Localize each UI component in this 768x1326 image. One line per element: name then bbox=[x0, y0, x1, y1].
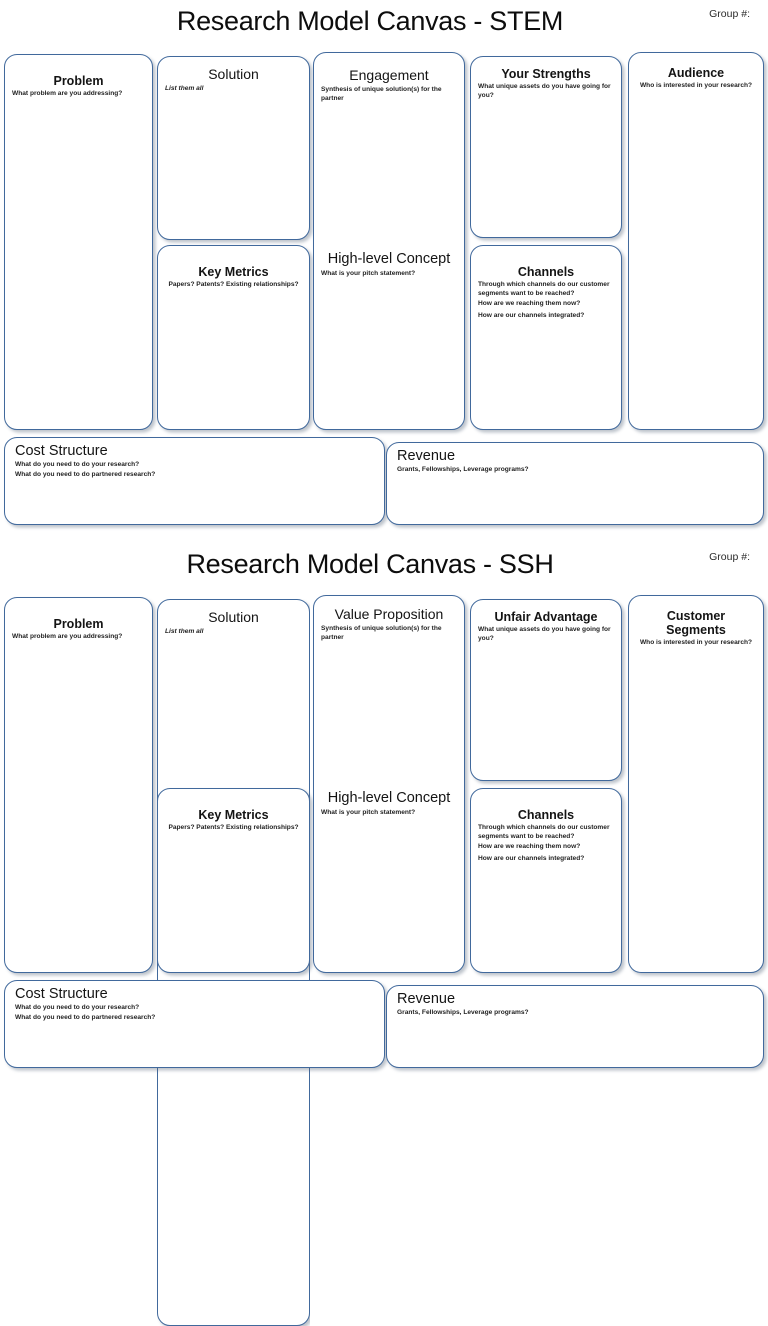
box-high-level-concept-subtitle-2: What is your pitch statement? bbox=[321, 808, 416, 816]
box-channels-subtitle-2-2: How are we reaching them now? bbox=[478, 842, 581, 850]
box-solution-subtitle-2: List them all bbox=[165, 627, 204, 635]
box-cost-structure-title: Cost Structure bbox=[15, 443, 108, 459]
box-unfair-advantage-2[interactable]: Unfair Advantage What unique assets do y… bbox=[470, 599, 622, 781]
box-value-proposition-2[interactable]: Value Proposition Synthesis of unique so… bbox=[313, 595, 465, 973]
box-unfair-advantage-title: Your Strengths bbox=[501, 67, 591, 81]
box-key-metrics[interactable]: Key Metrics Papers? Patents? Existing re… bbox=[157, 245, 310, 430]
page-title: Research Model Canvas - STEM bbox=[176, 6, 564, 36]
box-unfair-advantage[interactable]: Your Strengths What unique assets do you… bbox=[470, 56, 622, 238]
box-key-metrics-2[interactable]: Key Metrics Papers? Patents? Existing re… bbox=[157, 788, 310, 973]
box-channels-title-2: Channels bbox=[517, 808, 575, 822]
canvas-stem-header: Research Model Canvas - STEM Group #: bbox=[0, 0, 768, 46]
box-channels-subtitle-1: Through which channels do our customer s… bbox=[478, 281, 610, 298]
box-value-proposition[interactable]: Engagement Synthesis of unique solution(… bbox=[313, 52, 465, 430]
box-customer-segments-subtitle: Who is interested in your research? bbox=[639, 82, 753, 89]
box-channels-subtitle-1-2: Through which channels do our customer s… bbox=[478, 824, 610, 841]
box-key-metrics-title-2: Key Metrics bbox=[198, 808, 269, 822]
box-revenue-2[interactable]: Revenue Grants, Fellowships, Leverage pr… bbox=[386, 985, 764, 1068]
box-solution-title-2: Solution bbox=[208, 609, 259, 625]
box-high-level-concept-title: High-level Concept bbox=[327, 251, 451, 268]
canvas-ssh: Research Model Canvas - SSH Group #: Pro… bbox=[0, 543, 768, 1326]
box-value-proposition-subtitle: Synthesis of unique solution(s) for the … bbox=[321, 85, 442, 103]
box-revenue-subtitle: Grants, Fellowships, Leverage programs? bbox=[397, 466, 529, 474]
box-customer-segments-2[interactable]: Customer Segments Who is interested in y… bbox=[628, 595, 764, 973]
box-unfair-advantage-title-2: Unfair Advantage bbox=[494, 610, 598, 624]
box-cost-structure-subtitle-2: What do you need to do partnered researc… bbox=[15, 470, 156, 478]
box-value-proposition-title: Engagement bbox=[349, 67, 429, 83]
box-channels-2[interactable]: Channels Through which channels do our c… bbox=[470, 788, 622, 973]
box-solution[interactable]: Solution List them all bbox=[157, 56, 310, 240]
box-customer-segments-subtitle-2: Who is interested in your research? bbox=[639, 639, 753, 646]
box-spacer bbox=[321, 103, 457, 251]
box-customer-segments-title: Audience bbox=[667, 66, 725, 80]
box-high-level-concept-title-2: High-level Concept bbox=[327, 790, 451, 807]
box-revenue-title-2: Revenue bbox=[397, 991, 456, 1007]
box-revenue[interactable]: Revenue Grants, Fellowships, Leverage pr… bbox=[386, 442, 764, 525]
box-value-proposition-title-2: Value Proposition bbox=[334, 606, 444, 622]
box-channels-title: Channels bbox=[517, 265, 575, 279]
box-revenue-title: Revenue bbox=[397, 448, 456, 464]
box-unfair-advantage-subtitle-2: What unique assets do you have going for… bbox=[478, 626, 611, 643]
box-channels-subtitle-3-2: How are our channels integrated? bbox=[478, 855, 585, 863]
box-cost-structure-title-2: Cost Structure bbox=[15, 986, 108, 1002]
box-problem-subtitle: What problem are you addressing? bbox=[12, 90, 123, 97]
page-title-2: Research Model Canvas - SSH bbox=[186, 549, 554, 579]
group-number-label-2: Group #: bbox=[709, 551, 750, 563]
box-problem[interactable]: Problem What problem are you addressing? bbox=[4, 54, 153, 430]
box-cost-structure-2[interactable]: Cost Structure What do you need to do yo… bbox=[4, 980, 385, 1068]
box-channels-subtitle-3: How are our channels integrated? bbox=[478, 312, 585, 320]
box-revenue-subtitle-2: Grants, Fellowships, Leverage programs? bbox=[397, 1009, 529, 1017]
group-number-label: Group #: bbox=[709, 8, 750, 20]
box-high-level-concept-subtitle: What is your pitch statement? bbox=[321, 269, 416, 277]
box-problem-subtitle-2: What problem are you addressing? bbox=[12, 633, 123, 640]
box-value-proposition-subtitle-2: Synthesis of unique solution(s) for the … bbox=[321, 624, 442, 642]
box-key-metrics-title: Key Metrics bbox=[198, 265, 269, 279]
box-problem-title: Problem bbox=[53, 74, 104, 88]
box-key-metrics-subtitle: Papers? Patents? Existing relationships? bbox=[168, 281, 299, 288]
box-problem-title-2: Problem bbox=[53, 617, 104, 631]
box-cost-structure-subtitle-2-2: What do you need to do partnered researc… bbox=[15, 1013, 156, 1021]
box-customer-segments-title-2: Customer Segments bbox=[666, 609, 726, 637]
box-channels-subtitle-2: How are we reaching them now? bbox=[478, 299, 581, 307]
box-unfair-advantage-subtitle: What unique assets do you have going for… bbox=[478, 83, 611, 100]
box-solution-subtitle: List them all bbox=[165, 84, 204, 92]
box-problem-2[interactable]: Problem What problem are you addressing? bbox=[4, 597, 153, 973]
box-cost-structure-subtitle-1-2: What do you need to do your research? bbox=[15, 1004, 140, 1012]
box-customer-segments[interactable]: Audience Who is interested in your resea… bbox=[628, 52, 764, 430]
canvas-ssh-header: Research Model Canvas - SSH Group #: bbox=[0, 543, 768, 589]
box-channels[interactable]: Channels Through which channels do our c… bbox=[470, 245, 622, 430]
canvas-stem: Research Model Canvas - STEM Group #: Pr… bbox=[0, 0, 768, 532]
box-cost-structure[interactable]: Cost Structure What do you need to do yo… bbox=[4, 437, 385, 525]
box-key-metrics-subtitle-2: Papers? Patents? Existing relationships? bbox=[168, 824, 299, 831]
box-cost-structure-subtitle-1: What do you need to do your research? bbox=[15, 461, 140, 469]
box-spacer-2 bbox=[321, 642, 457, 790]
box-solution-title: Solution bbox=[208, 66, 259, 82]
